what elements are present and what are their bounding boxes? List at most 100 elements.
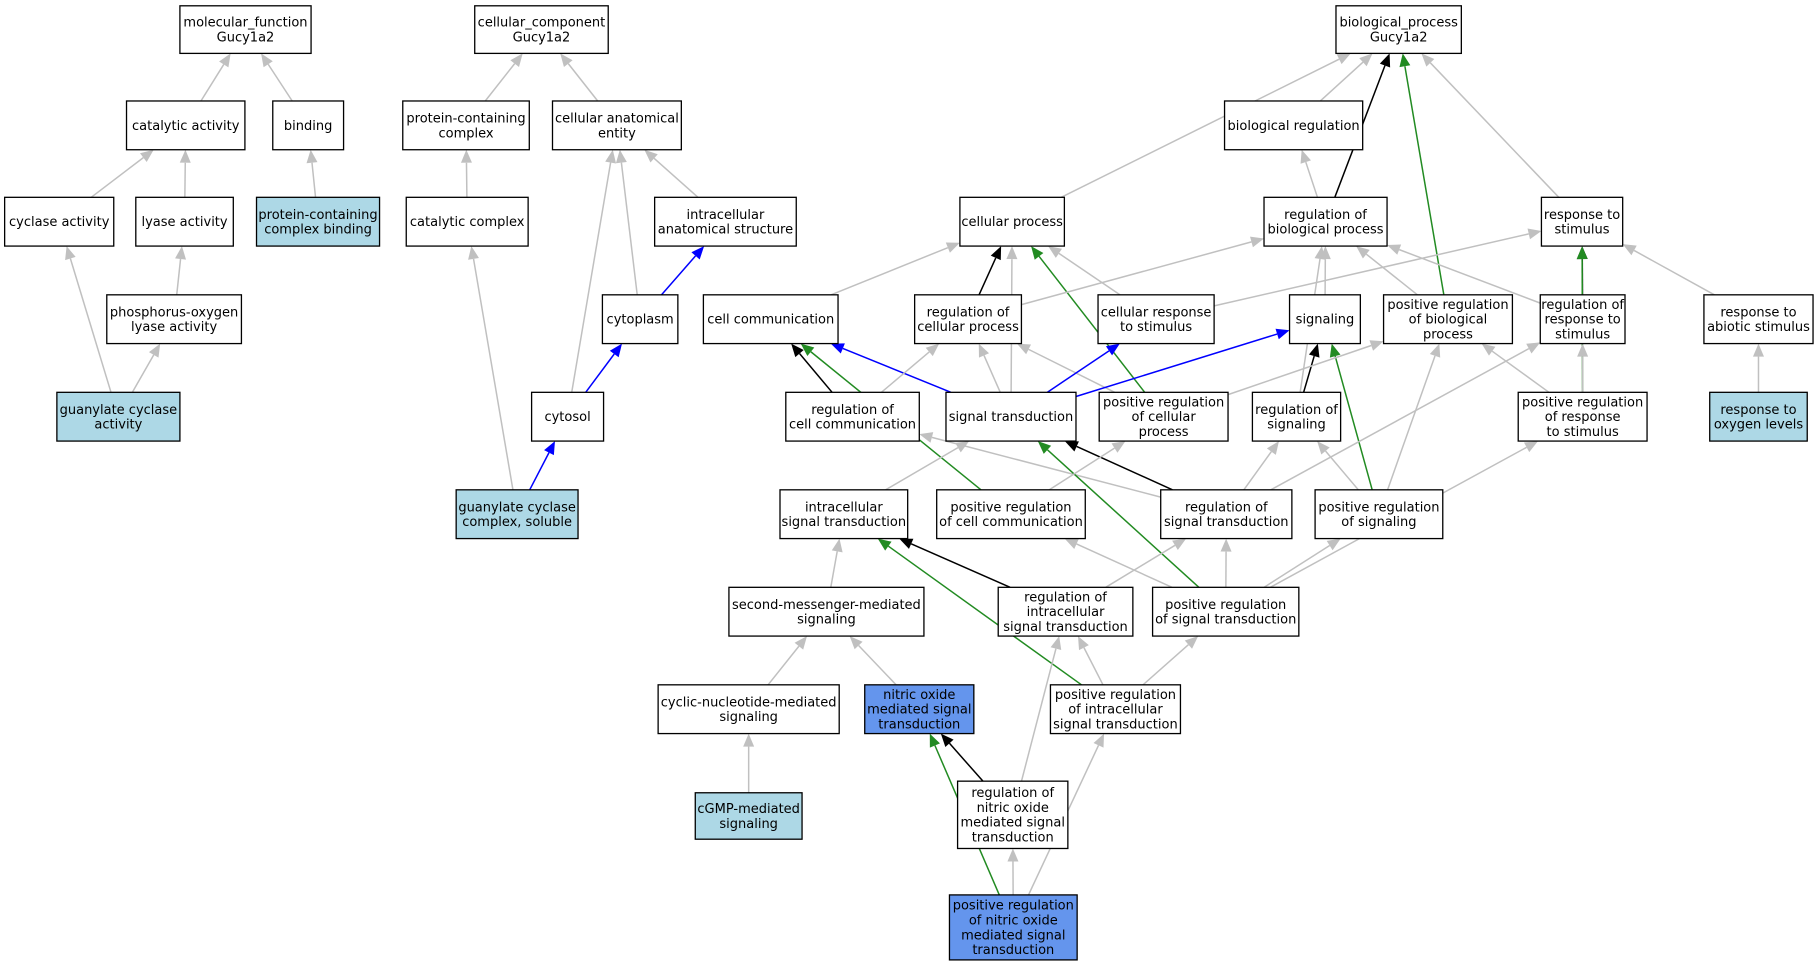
node-box[interactable]	[1314, 489, 1444, 540]
node-box[interactable]	[1223, 100, 1364, 151]
node-box[interactable]	[56, 391, 181, 442]
node-box[interactable]	[1382, 294, 1514, 345]
node-label-line: of cellular	[1132, 410, 1197, 425]
node-box[interactable]	[1251, 391, 1342, 442]
node-signaling[interactable]: signaling	[1288, 294, 1362, 345]
node-box[interactable]	[1539, 294, 1626, 345]
node-box[interactable]	[402, 100, 530, 151]
node-box[interactable]	[936, 489, 1086, 540]
node-box[interactable]	[1517, 391, 1648, 442]
edge-regst-to-rrs	[1270, 342, 1541, 491]
node-box[interactable]	[455, 489, 579, 540]
node-lyase[interactable]: lyase activity	[135, 196, 234, 247]
node-st[interactable]: signal transduction	[945, 391, 1077, 442]
node-box[interactable]	[1097, 294, 1215, 345]
node-box[interactable]	[1160, 489, 1293, 540]
node-cellproc[interactable]: cellular process	[959, 196, 1066, 247]
node-box[interactable]	[956, 780, 1069, 850]
node-box[interactable]	[785, 391, 920, 442]
node-box[interactable]	[1703, 294, 1814, 345]
node-label-line: second-messenger-mediated	[732, 598, 921, 613]
node-box[interactable]	[945, 391, 1077, 442]
node-bioreg[interactable]: biological regulation	[1223, 100, 1364, 151]
node-box[interactable]	[1263, 196, 1388, 247]
node-box[interactable]	[1709, 391, 1808, 442]
node-box[interactable]	[653, 196, 797, 247]
node-box[interactable]	[272, 100, 345, 151]
node-box[interactable]	[702, 294, 839, 345]
node-cat_act[interactable]: catalytic activity	[125, 100, 246, 151]
node-box[interactable]	[1288, 294, 1362, 345]
node-box[interactable]	[1049, 684, 1182, 735]
node-box[interactable]	[948, 894, 1078, 961]
node-box[interactable]	[728, 586, 925, 637]
node-box[interactable]	[551, 100, 682, 151]
node-box[interactable]	[1540, 196, 1624, 247]
node-cytosol[interactable]: cytosol	[530, 391, 605, 442]
node-box[interactable]	[255, 196, 381, 247]
node-box[interactable]	[997, 586, 1134, 637]
node-box[interactable]	[864, 684, 975, 735]
node-box[interactable]	[694, 792, 803, 840]
node-box[interactable]	[135, 196, 234, 247]
node-cellcomm[interactable]: cell communication	[702, 294, 839, 345]
node-box[interactable]	[1098, 391, 1229, 442]
node-box[interactable]	[3, 196, 115, 247]
node-cyclase[interactable]: cyclase activity	[3, 196, 115, 247]
node-box[interactable]	[657, 684, 840, 735]
node-binding[interactable]: binding	[272, 100, 345, 151]
node-box[interactable]	[959, 196, 1066, 247]
arrowhead	[560, 53, 573, 68]
node-box[interactable]	[125, 100, 246, 151]
node-box[interactable]	[474, 5, 609, 55]
node-label-line: cellular response	[1101, 305, 1212, 320]
node-box[interactable]	[1335, 5, 1462, 55]
node-box[interactable]	[106, 294, 243, 345]
node-box[interactable]	[405, 196, 529, 247]
node-box[interactable]	[1151, 586, 1300, 637]
node-box[interactable]	[530, 391, 605, 442]
node-cytoplasm[interactable]: cytoplasm	[601, 294, 679, 345]
node-box[interactable]	[913, 294, 1023, 345]
node-box[interactable]	[601, 294, 679, 345]
node-catcomp[interactable]: catalytic complex	[405, 196, 529, 247]
node-box[interactable]	[179, 5, 312, 55]
arrowhead	[544, 441, 555, 456]
node-box[interactable]	[779, 489, 909, 540]
